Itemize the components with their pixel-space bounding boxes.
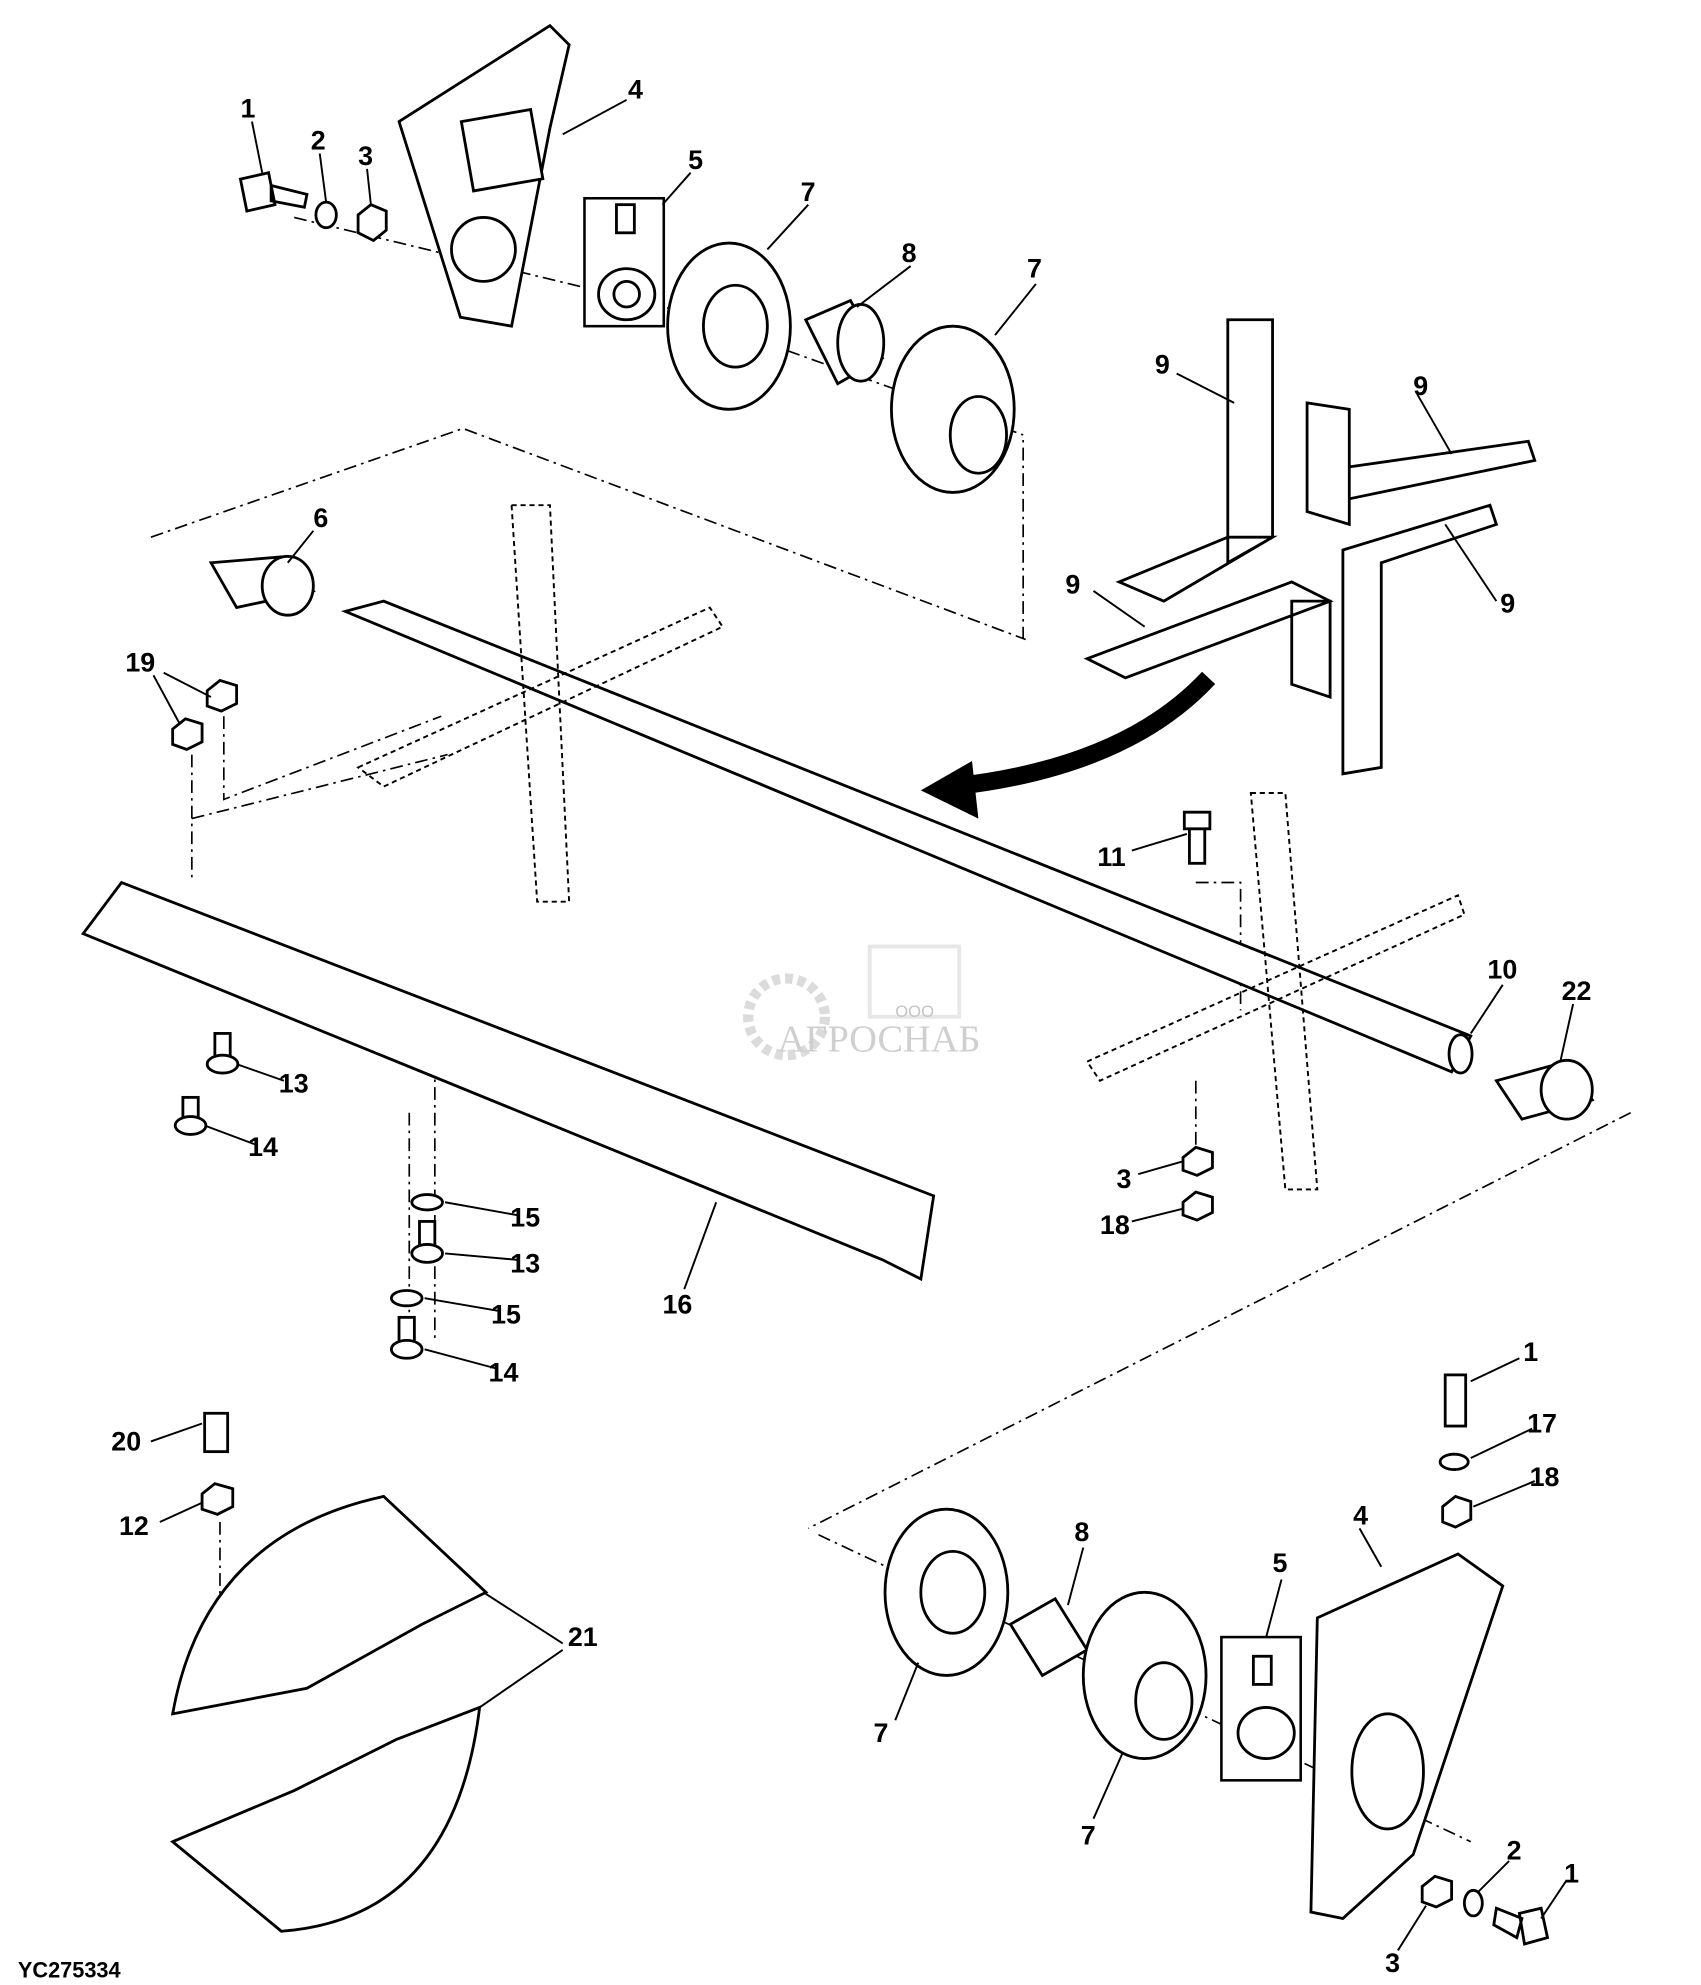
nut-12 [200,1482,235,1516]
callout-18: 18 [1100,1210,1130,1240]
lock-washer-upper [314,200,338,230]
callout-7d: 7 [1081,1820,1096,1850]
callout-3c: 3 [1385,1948,1400,1978]
callout-19: 19 [125,647,155,677]
callout-2: 2 [311,126,326,156]
callout-9b: 9 [1413,371,1428,401]
bracket-upper-hole [450,216,517,283]
flange-nuts-19 [171,678,239,752]
watermark-prefix: ООО [895,1002,934,1021]
callout-7: 7 [801,177,816,207]
nut-18-lower [1441,1494,1473,1529]
callout-10: 10 [1487,954,1517,984]
callout-2b: 2 [1507,1836,1522,1866]
callout-3b: 3 [1117,1164,1132,1194]
flange-upper-left-bore [702,283,769,369]
callout-17: 17 [1527,1408,1557,1438]
callout-7b: 7 [1027,254,1042,284]
locking-collar-lower [1236,1706,1296,1760]
callout-15b: 15 [491,1300,521,1330]
callout-5b: 5 [1273,1548,1288,1578]
direction-arrow-head [920,761,979,819]
assembly-line-fasteners [191,715,448,1343]
shaft-end [1447,1033,1474,1075]
bushing-right-face [1539,1058,1594,1121]
ghost-bars-left [356,504,725,903]
bearing-upper-face [836,303,886,383]
bearing-lower [1008,1596,1090,1678]
set-screw-lower [1251,1654,1273,1686]
callout-8: 8 [902,238,917,268]
callout-6: 6 [313,503,328,533]
callout-20: 20 [111,1426,141,1456]
callout-22: 22 [1562,976,1592,1006]
callout-1b: 1 [1523,1337,1538,1367]
bar-b [1305,401,1537,527]
callout-16: 16 [662,1290,692,1320]
callout-11: 11 [1097,842,1125,872]
bolt-upper [238,171,309,213]
bracket-lower-hole [1350,1712,1425,1831]
bar-a [1115,318,1278,603]
bolt-lower-bottom [1492,1906,1550,1946]
bar-c [1083,580,1334,700]
flange-lower-left-bore [919,1549,987,1635]
bracket-upper-window [459,107,545,193]
direction-arrow [951,671,1216,796]
angle-bar [80,880,936,1282]
callout-13: 13 [279,1068,309,1098]
callout-3: 3 [358,141,373,171]
callout-14b: 14 [489,1357,519,1387]
callout-4b: 4 [1353,1501,1368,1531]
shaft [340,599,1473,1074]
callout-12: 12 [119,1511,149,1541]
nut-upper [356,203,388,243]
callout-9c: 9 [1065,569,1080,599]
lock-washer-lower [1462,1888,1484,1918]
callout-18b: 18 [1530,1462,1560,1492]
callout-21: 21 [568,1622,598,1652]
callout-4: 4 [628,75,643,105]
nut-3-lower [1420,1874,1454,1909]
bushing-left-face [260,554,315,617]
ghost-bars-right [1085,792,1466,1191]
watermark-name: АГРОСНАБ [778,1018,981,1060]
callout-1: 1 [240,94,255,124]
collar-bore-upper [612,279,641,309]
watermark-logo: ООО АГРОСНАБ [743,944,981,1060]
bolts-lower [173,810,1214,1360]
flange-lower-right-bore [1134,1661,1194,1741]
callout-9: 9 [1155,349,1170,379]
callout-8b: 8 [1074,1517,1089,1547]
callout-14: 14 [248,1132,278,1162]
flange-upper-right-bore [948,395,1008,475]
disc-half-lower [169,1705,482,1933]
callout-15: 15 [510,1203,540,1233]
callout-13b: 13 [510,1249,540,1279]
assembly-line-lower [807,1111,1632,1843]
figure-code: YC275334 [18,1957,121,1982]
bar-d [1341,503,1499,776]
leader-lines [150,98,1575,1951]
set-screw-upper [615,203,636,235]
washer-17 [1438,1452,1470,1471]
bolt-lower-top [1443,1373,1468,1428]
callout-7c: 7 [874,1718,889,1748]
callout-1c: 1 [1564,1859,1579,1889]
disc-half-upper [170,1494,489,1716]
bolt-20 [203,1411,230,1454]
callout-5: 5 [688,145,703,175]
callout-9d: 9 [1500,589,1515,619]
